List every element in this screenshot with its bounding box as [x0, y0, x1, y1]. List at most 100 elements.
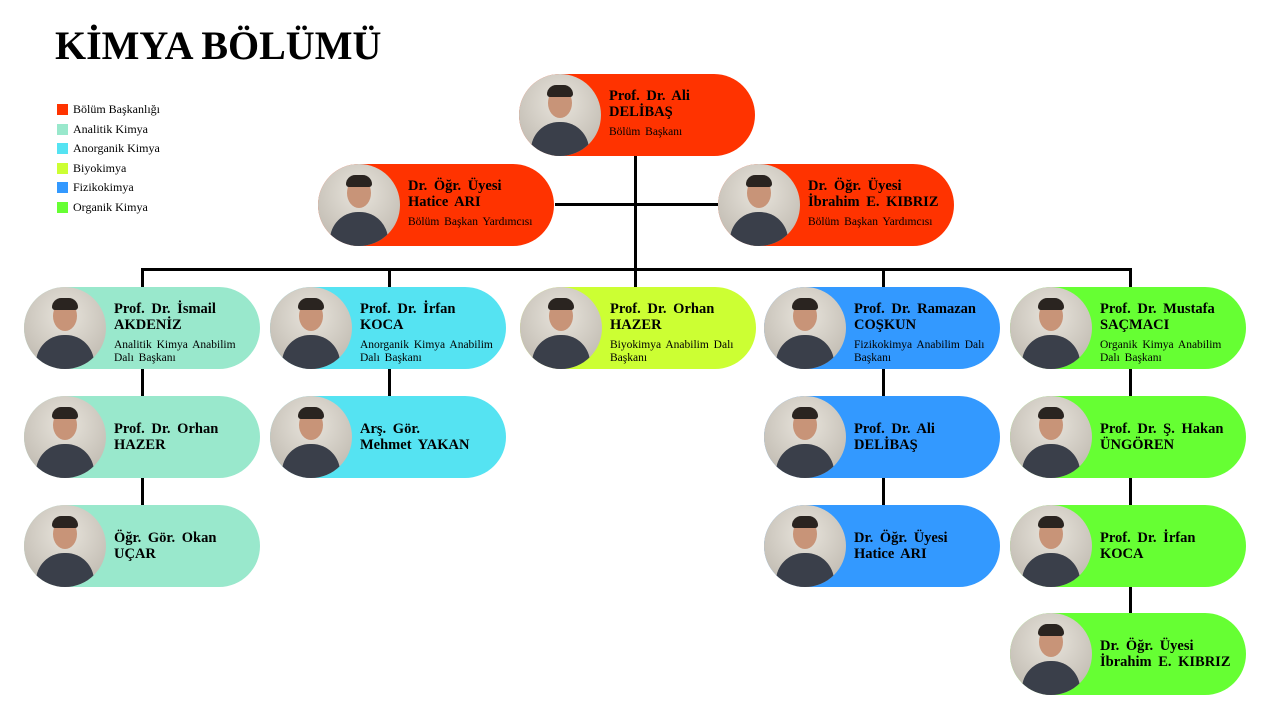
person-photo — [764, 396, 846, 478]
person-role: Bölüm Başkan Yardımcısı — [408, 216, 533, 228]
person-photo — [764, 505, 846, 587]
connector-line — [1129, 369, 1132, 615]
person-title: Prof. Dr. Ş. Hakan — [1100, 421, 1224, 437]
legend-swatch — [57, 182, 68, 194]
legend-label: Analitik Kimya — [73, 121, 148, 136]
person-card[interactable]: Prof. Dr. Ramazan COŞKUN Fizikokimya Ana… — [764, 287, 1000, 369]
person-name: ÜNGÖREN — [1100, 437, 1175, 453]
person-title: Dr. Öğr. Üyesi — [854, 530, 948, 546]
person-photo — [1010, 287, 1092, 369]
person-photo — [718, 164, 800, 246]
legend-swatch — [57, 123, 68, 135]
legend-label: Biyokimya — [73, 160, 127, 175]
person-name: HAZER — [610, 317, 662, 333]
person-name: DELİBAŞ — [609, 104, 673, 120]
person-card[interactable]: Prof. Dr. Ali DELİBAŞ — [764, 396, 1000, 478]
person-card[interactable]: Prof. Dr. Orhan HAZER — [24, 396, 260, 478]
person-photo — [520, 287, 602, 369]
legend-item: Organik Kimya — [57, 198, 160, 218]
person-card[interactable]: Prof. Dr. Ş. Hakan ÜNGÖREN — [1010, 396, 1246, 478]
legend-label: Bölüm Başkanlığı — [73, 102, 160, 117]
person-name: AKDENİZ — [114, 317, 182, 333]
legend-label: Organik Kimya — [73, 199, 148, 214]
person-name: COŞKUN — [854, 317, 917, 333]
person-title: Prof. Dr. Ali — [609, 88, 690, 104]
legend-swatch — [57, 143, 68, 155]
person-title: Prof. Dr. Ali — [854, 421, 935, 437]
person-name: KOCA — [1100, 546, 1144, 562]
person-title: Prof. Dr. Orhan — [610, 301, 715, 317]
connector-line — [882, 268, 885, 288]
person-name: HAZER — [114, 437, 166, 453]
person-card[interactable]: Prof. Dr. Ali DELİBAŞ Bölüm Başkanı — [519, 74, 755, 156]
person-name: İbrahim E. KIBRIZ — [808, 194, 939, 210]
person-card[interactable]: Prof. Dr. İrfan KOCA — [1010, 505, 1246, 587]
person-card[interactable]: Prof. Dr. İsmail AKDENİZ Analitik Kimya … — [24, 287, 260, 369]
person-role: Organik Kimya Anabilim Dalı Başkanı — [1100, 339, 1222, 364]
person-photo — [1010, 613, 1092, 695]
connector-line — [388, 268, 391, 288]
person-role: Anorganik Kimya Anabilim Dalı Başkanı — [360, 339, 493, 364]
person-photo — [1010, 505, 1092, 587]
connector-line — [634, 156, 637, 271]
person-role: Fizikokimya Anabilim Dalı Başkanı — [854, 339, 985, 364]
person-card[interactable]: Öğr. Gör. Okan UÇAR — [24, 505, 260, 587]
person-role: Bölüm Başkanı — [609, 126, 683, 138]
person-photo — [764, 287, 846, 369]
legend-item: Anorganik Kimya — [57, 139, 160, 159]
person-title: Prof. Dr. İsmail — [114, 301, 216, 317]
person-card[interactable]: Dr. Öğr. Üyesi Hatice ARI Bölüm Başkan Y… — [318, 164, 554, 246]
person-title: Dr. Öğr. Üyesi — [808, 178, 902, 194]
legend-item: Analitik Kimya — [57, 120, 160, 140]
person-name: Hatice ARI — [408, 194, 481, 210]
person-title: Prof. Dr. Mustafa — [1100, 301, 1215, 317]
person-photo — [1010, 396, 1092, 478]
person-title: Prof. Dr. Orhan — [114, 421, 219, 437]
connector-line — [141, 268, 144, 288]
person-photo — [24, 287, 106, 369]
person-name: Mehmet YAKAN — [360, 437, 470, 453]
person-role: Analitik Kimya Anabilim Dalı Başkanı — [114, 339, 236, 364]
person-photo — [318, 164, 400, 246]
person-photo — [270, 287, 352, 369]
person-title: Prof. Dr. İrfan — [1100, 530, 1196, 546]
person-title: Arş. Gör. — [360, 421, 421, 437]
legend-swatch — [57, 162, 68, 174]
person-name: KOCA — [360, 317, 404, 333]
person-name: UÇAR — [114, 546, 156, 562]
person-card[interactable]: Prof. Dr. Mustafa SAÇMACI Organik Kimya … — [1010, 287, 1246, 369]
person-title: Dr. Öğr. Üyesi — [408, 178, 502, 194]
legend-swatch — [57, 201, 68, 213]
person-photo — [24, 505, 106, 587]
person-name: Hatice ARI — [854, 546, 927, 562]
person-name: DELİBAŞ — [854, 437, 918, 453]
legend-label: Anorganik Kimya — [73, 141, 160, 156]
person-card[interactable]: Dr. Öğr. Üyesi İbrahim E. KIBRIZ Bölüm B… — [718, 164, 954, 246]
person-photo — [24, 396, 106, 478]
legend-item: Biyokimya — [57, 159, 160, 179]
connector-line — [555, 203, 718, 206]
connector-line — [1129, 268, 1132, 288]
person-title: Prof. Dr. Ramazan — [854, 301, 976, 317]
person-card[interactable]: Dr. Öğr. Üyesi Hatice ARI — [764, 505, 1000, 587]
person-card[interactable]: Dr. Öğr. Üyesi İbrahim E. KIBRIZ — [1010, 613, 1246, 695]
person-title: Dr. Öğr. Üyesi — [1100, 638, 1194, 654]
person-title: Öğr. Gör. Okan — [114, 530, 217, 546]
person-card[interactable]: Arş. Gör. Mehmet YAKAN — [270, 396, 506, 478]
page-title: KİMYA BÖLÜMÜ — [55, 23, 382, 68]
person-photo — [270, 396, 352, 478]
connector-line — [388, 369, 391, 397]
person-role: Bölüm Başkan Yardımcısı — [808, 216, 933, 228]
legend-label: Fizikokimya — [73, 180, 134, 195]
person-role: Biyokimya Anabilim Dalı Başkanı — [610, 339, 734, 364]
person-title: Prof. Dr. İrfan — [360, 301, 456, 317]
legend-swatch — [57, 104, 68, 116]
legend-item: Bölüm Başkanlığı — [57, 100, 160, 120]
person-name: SAÇMACI — [1100, 317, 1170, 333]
person-card[interactable]: Prof. Dr. Orhan HAZER Biyokimya Anabilim… — [520, 287, 756, 369]
legend-item: Fizikokimya — [57, 178, 160, 198]
person-photo — [519, 74, 601, 156]
person-card[interactable]: Prof. Dr. İrfan KOCA Anorganik Kimya Ana… — [270, 287, 506, 369]
